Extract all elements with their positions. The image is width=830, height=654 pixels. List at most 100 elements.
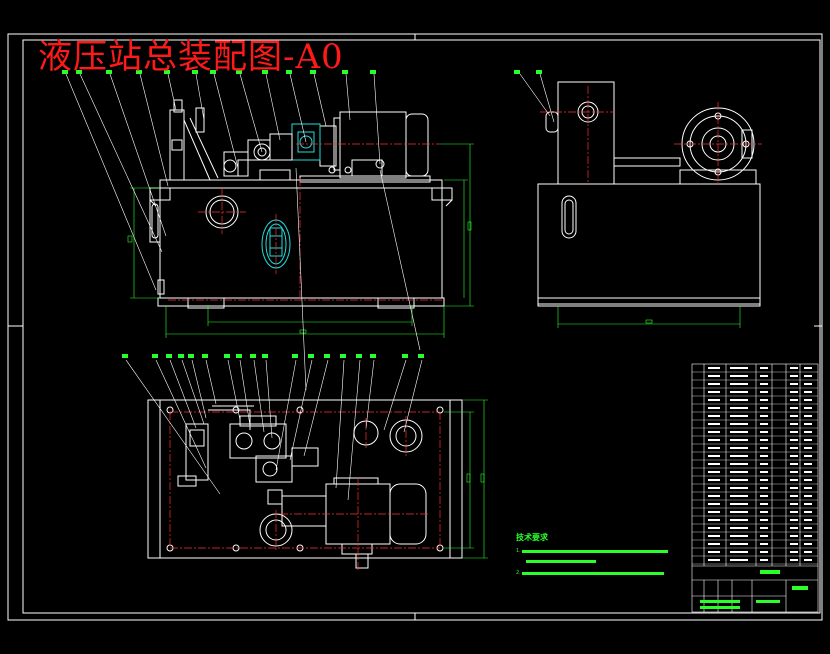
parts-list-cell-glyph (790, 455, 798, 457)
parts-list-cell-glyph (708, 447, 720, 449)
parts-list-cell-glyph (790, 487, 798, 489)
parts-list-cell-glyph (804, 391, 812, 393)
parts-list-cell-glyph (730, 543, 748, 545)
parts-list-cell-glyph (790, 479, 798, 481)
parts-list-cell-glyph (708, 479, 720, 481)
drawing-border (7, 33, 823, 621)
parts-list-cell-glyph (804, 431, 812, 433)
parts-list-cell-glyph (790, 447, 798, 449)
parts-list-cell-glyph (804, 463, 812, 465)
parts-list-cell-glyph (760, 535, 768, 537)
parts-list-cell-glyph (760, 383, 768, 385)
parts-list-cell-glyph (730, 463, 748, 465)
parts-list-cell-glyph (730, 391, 748, 393)
parts-list-cell-glyph (760, 543, 768, 545)
parts-list-cell-glyph (708, 487, 720, 489)
parts-list-cell-glyph (730, 479, 748, 481)
parts-list-cell-glyph (790, 527, 798, 529)
top-dimensions (444, 399, 488, 559)
parts-list-ticks (708, 367, 812, 561)
side-dimensions (557, 306, 741, 328)
parts-list-cell-glyph (730, 439, 748, 441)
parts-list-cell-glyph (790, 391, 798, 393)
parts-list-cell-glyph (760, 415, 768, 417)
parts-list-cell-glyph (804, 527, 812, 529)
tech-requirements-title: 技术要求 (516, 533, 548, 542)
parts-list-cell-glyph (730, 447, 748, 449)
parts-list-cell-glyph (730, 375, 748, 377)
parts-list-cell-glyph (730, 455, 748, 457)
front-centerlines (168, 143, 444, 301)
parts-list-cell-glyph (708, 455, 720, 457)
parts-list-cell-glyph (760, 431, 768, 433)
parts-list-cell-glyph (804, 551, 812, 553)
parts-list-cell-glyph (804, 503, 812, 505)
parts-list-cell-glyph (790, 471, 798, 473)
parts-list-cell-glyph (760, 423, 768, 425)
parts-list-cell-glyph (760, 439, 768, 441)
parts-list-cell-glyph (760, 447, 768, 449)
parts-list-cell-glyph (804, 471, 812, 473)
parts-list-cell-glyph (790, 495, 798, 497)
front-balloons (65, 73, 421, 391)
parts-list-cell-glyph (730, 559, 748, 561)
parts-list-cell-glyph (760, 527, 768, 529)
parts-list-cell-glyph (730, 535, 748, 537)
parts-list-cell-glyph (730, 511, 748, 513)
parts-list-cell-glyph (804, 399, 812, 401)
parts-list-cell-glyph (804, 439, 812, 441)
parts-list-cell-glyph (730, 415, 748, 417)
parts-list-cell-glyph (730, 471, 748, 473)
parts-list-cell-glyph (730, 527, 748, 529)
parts-list-cell-glyph (804, 415, 812, 417)
parts-list-cell-glyph (708, 391, 720, 393)
parts-list-cell-glyph (730, 487, 748, 489)
parts-list-cell-glyph (730, 399, 748, 401)
parts-list-cell-glyph (708, 559, 720, 561)
parts-list-cell-glyph (760, 487, 768, 489)
parts-list-cell-glyph (790, 535, 798, 537)
side-balloon-markers (514, 70, 542, 74)
parts-list-cell-glyph (790, 415, 798, 417)
parts-list-cell-glyph (760, 375, 768, 377)
parts-list-cell-glyph (760, 463, 768, 465)
parts-list-cell-glyph (804, 479, 812, 481)
parts-list-cell-glyph (708, 503, 720, 505)
parts-list-cell-glyph (708, 495, 720, 497)
parts-list-cell-glyph (730, 503, 748, 505)
top-balloons (125, 359, 423, 501)
parts-list-cell-glyph (760, 471, 768, 473)
parts-list-cell-glyph (760, 559, 768, 561)
parts-list-cell-glyph (708, 375, 720, 377)
parts-list-cell-glyph (790, 503, 798, 505)
parts-list-cell-glyph (760, 399, 768, 401)
parts-list-cell-glyph (760, 511, 768, 513)
parts-list-rows (692, 371, 818, 565)
title-block-marks (700, 570, 808, 609)
parts-list-cell-glyph (760, 407, 768, 409)
parts-list-cell-glyph (708, 463, 720, 465)
parts-list-cell-glyph (708, 527, 720, 529)
top-centerlines (169, 411, 441, 570)
parts-list-cell-glyph (730, 367, 748, 369)
parts-list-cell-glyph (708, 439, 720, 441)
side-centerlines (540, 86, 762, 186)
tech-note-1: 1. (516, 548, 521, 554)
parts-list-cell-glyph (708, 519, 720, 521)
parts-list-cell-glyph (790, 543, 798, 545)
parts-list-cell-glyph (730, 519, 748, 521)
parts-list-cell-glyph (760, 367, 768, 369)
parts-list-cell-glyph (790, 375, 798, 377)
front-balloon-markers (62, 70, 376, 74)
parts-list-cell-glyph (804, 535, 812, 537)
parts-list-cell-glyph (804, 423, 812, 425)
parts-list-cell-glyph (708, 431, 720, 433)
parts-list-cell-glyph (804, 543, 812, 545)
parts-list-cell-glyph (708, 551, 720, 553)
parts-list-cell-glyph (760, 503, 768, 505)
parts-list-cell-glyph (708, 535, 720, 537)
side-tank (537, 183, 761, 305)
parts-list-cell-glyph (804, 407, 812, 409)
side-balloons (519, 73, 555, 123)
parts-list-cell-glyph (708, 367, 720, 369)
